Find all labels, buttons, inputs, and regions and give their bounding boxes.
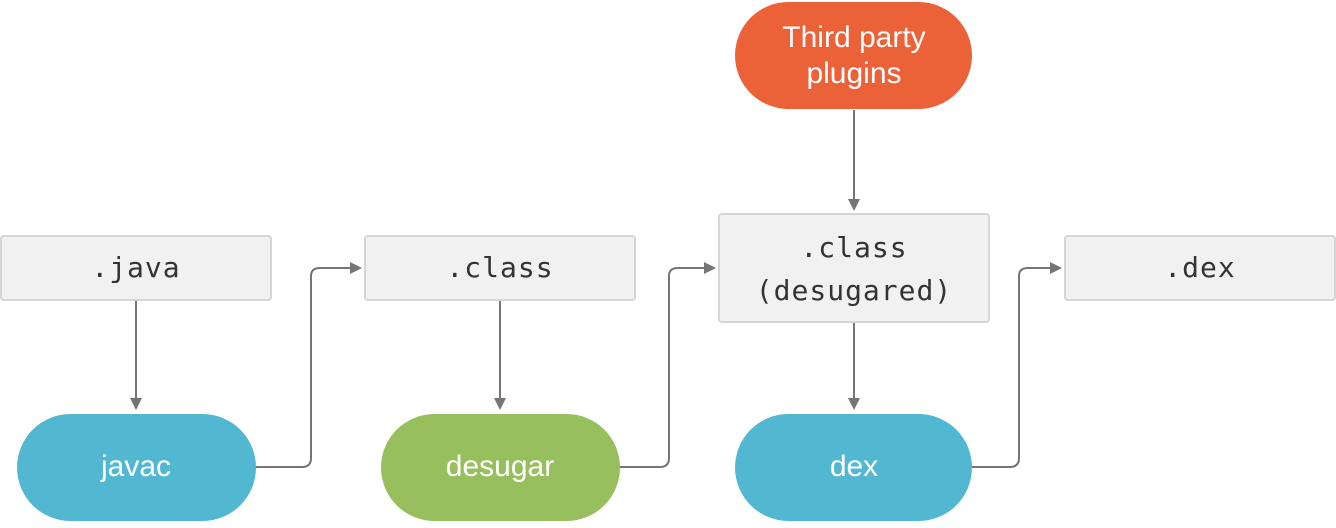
dex-label: dex [830,450,878,483]
dex-file-label: .dex [1164,251,1235,284]
plugins-label-line1: Third party [782,21,925,54]
class-file-label: .class [446,251,553,284]
desugar-tool: desugar [381,414,620,521]
dex-tool: dex [735,414,972,521]
class-desugared-label-line1: .class [800,231,907,264]
third-party-plugins: Third party plugins [735,2,972,109]
plugins-pill [735,2,972,109]
class-desugared-label-line2: (desugared) [756,274,952,307]
arrow-desugar-to-class-desugared [620,262,716,468]
class-desugared-file-box: .class (desugared) [718,213,990,323]
desugar-label: desugar [446,450,554,483]
arrow-javac-to-class [256,262,362,468]
class-file-box: .class [364,235,636,301]
dex-file-box: .dex [1064,235,1336,301]
desugar-pill [381,414,620,521]
javac-label: javac [100,450,171,483]
arrow-dex-to-dex-file [972,262,1062,468]
java-file-label: .java [91,251,180,284]
dex-pill [735,414,972,521]
plugins-label-line2: plugins [806,57,901,90]
javac-pill [17,414,256,521]
java-file-box: .java [0,235,272,301]
javac-tool: javac [17,414,256,521]
